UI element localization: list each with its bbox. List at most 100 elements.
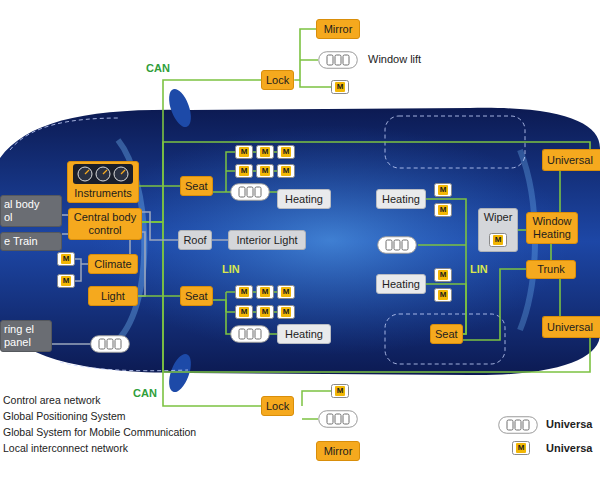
legend-note: Global Positioning System [3,410,126,423]
zone-outline [385,116,525,168]
bus-label: LIN [222,263,240,276]
bus-connector [139,185,180,187]
motor-icon [58,253,75,266]
bus-connector [463,269,526,340]
motor-icon [332,81,349,94]
motor-label: M [438,269,448,281]
gauge-dial [96,167,110,181]
wire [302,391,331,406]
legend-text: Universa [546,442,592,454]
node-label: Light [101,290,125,303]
module-box: Universal [542,149,600,171]
node-label: Heating [285,328,323,341]
cabin-glow [90,125,570,355]
node-label: Universal [547,321,593,334]
gauge-icon [73,164,133,184]
bus-connector [142,80,261,222]
node-label: Wiper [484,211,513,224]
node-label: Climate [94,258,131,271]
module-box: Mirror [316,441,360,461]
motor-label: M [335,385,345,397]
external-box: al body ol [0,195,62,227]
motor-label: M [493,234,503,246]
bus-connector [426,199,466,334]
node-label: e Train [4,235,38,248]
bus-connector [142,212,178,240]
motor-label: M [61,253,71,265]
wire [75,259,88,281]
bus-label: CAN [133,387,157,400]
bus-connector [294,29,316,80]
motor-label: M [239,165,249,177]
motor-shape [490,234,507,247]
module-box: Universal [542,316,600,338]
wire-harness [48,259,90,344]
motor-icon [278,286,295,299]
gauge-dial [78,167,92,181]
module-box: Seat [180,286,213,306]
motor-label: M [438,184,448,196]
node-label: Roof [183,234,206,247]
motor-label: M [260,165,270,177]
zone-outline [60,362,188,371]
module-box: Lock [261,396,294,416]
bus-connector [129,240,131,254]
motor-icon [236,146,253,159]
motor-label: M [61,275,71,287]
module-box: Seat [180,176,213,196]
gauge-panel [73,164,133,184]
bus-connector [212,239,228,241]
module-box: Central body control [68,208,142,240]
motor-icon [332,385,349,398]
node-label: Trunk [537,263,565,276]
callout-text: Window lift [368,53,421,66]
motor-icon [278,146,295,159]
bus-connector [142,142,590,222]
motor-label: M [438,204,448,216]
wire [302,418,318,420]
legend-note: Local interconnect network [3,442,128,455]
legend-item: Universa [546,417,592,431]
gauge-needle [85,170,89,174]
external-box: e Train [0,232,62,251]
module-box: Trunk [526,260,576,279]
node-label: Heating [285,193,323,206]
motor-label: M [239,286,249,298]
motor-label: M [281,165,291,177]
motor-icon [435,184,452,197]
wire [225,292,227,312]
gauge-needle [103,170,107,174]
motor-label: M [335,81,345,93]
node-label: Mirror [324,445,353,458]
node-label: Heating [382,193,420,206]
motor-label: M [239,146,249,158]
motor-label: M [260,146,270,158]
gauge-needle [121,170,125,174]
motor-icon [236,306,253,319]
side-mirror [165,86,196,130]
switch-icon [231,326,270,343]
node-label: Seat [185,180,208,193]
node-label: Window Heating [530,215,574,241]
wire [48,343,90,345]
switch-icon [378,237,417,254]
module-box: Lock [261,70,294,90]
motor-icon [513,442,530,455]
node-label: Heating [382,278,420,291]
switch-icon [319,52,358,69]
legend-text: Universa [546,418,592,430]
node-label: Interior Light [236,234,297,247]
legend-note: Control area network [3,394,100,407]
switch-icon [499,417,538,434]
motor-label: M [239,306,249,318]
module-box: Instruments [67,161,139,203]
motor-icon [236,286,253,299]
bus-connector [550,244,552,260]
wire-harness [226,60,466,419]
node-label: Instruments [74,187,131,200]
motor-icon [58,275,75,288]
module-box: Mirror [316,19,360,39]
zone-outline [385,314,505,364]
node-label: Lock [266,400,289,413]
